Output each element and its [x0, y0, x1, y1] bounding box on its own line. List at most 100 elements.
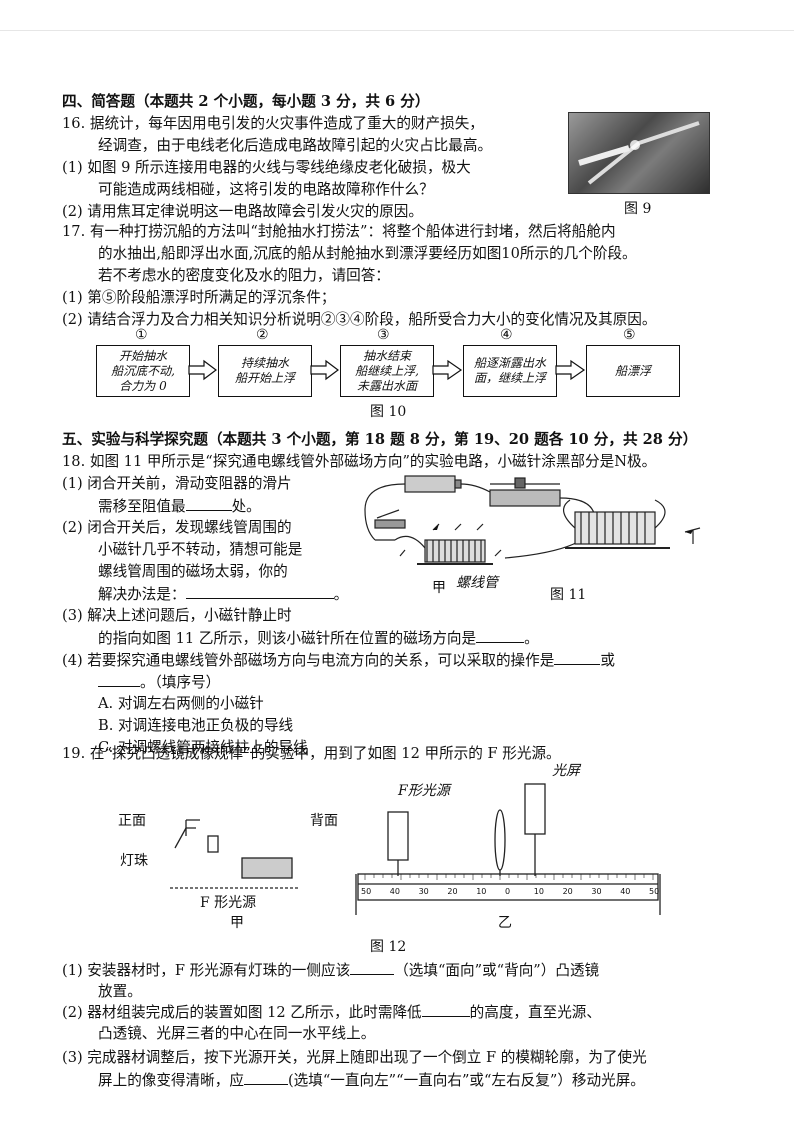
- q18-sub2-line4: 解决办法是：。: [98, 584, 358, 605]
- ruler-tick-label: 0: [505, 887, 510, 896]
- ruler-tick-label: 50: [649, 887, 659, 896]
- q18-line1: 18. 如图 11 甲所示是“探究通电螺线管外部磁场方向”的实验电路，小磁针涂黑…: [62, 453, 657, 470]
- flow-box-5-text-a: 船漂浮: [614, 363, 651, 378]
- flow-box-4-text-a: 船逐渐露出水: [473, 356, 546, 370]
- figure9-caption: 图 9: [624, 201, 652, 217]
- q19-line1: 19. 在“探究凸透镜成像规律”的实验中，用到了如图 12 甲所示的 F 形光源…: [62, 745, 561, 762]
- q19-sub3-line1: (3) 完成器材调整后，按下光源开关，光屏上随即出现了一个倒立 F 的模糊轮廓，…: [62, 1049, 647, 1066]
- flow-box-1-text-c: 合力为 0: [119, 378, 167, 393]
- q18-sub2-text: 解决办法是：: [98, 586, 186, 603]
- solenoid-yi-icon: [574, 511, 656, 545]
- q18-sub2-line2: 小磁针几乎不转动，猜想可能是: [98, 541, 303, 558]
- ruler-tick-label: 10: [534, 887, 544, 896]
- q18-blank4[interactable]: [554, 650, 601, 665]
- fig12-jia-label: 甲: [230, 915, 244, 931]
- q19-sub1-line2: 放置。: [98, 983, 142, 1000]
- fig12-f-source-yi-label: F形光源: [398, 783, 450, 799]
- q19-sub3-line2: 屏上的像变得清晰，应 (选填“一直向左”“一直向右”或“左右反复”）移动光屏。: [98, 1070, 758, 1091]
- flow-box-1-text-a: 开始抽水: [118, 348, 167, 363]
- q18-sub4-text: (4) 若要探究通电螺线管外部磁场方向与电流方向的关系，可以采取的操作是: [62, 652, 555, 669]
- ruler-tick-labels: 50 40 30 20 10 0 10 20 30 40 50: [361, 887, 659, 896]
- q18-sub3-text: 的指向如图 11 乙所示，则该小磁针所在位置的磁场方向是: [98, 630, 477, 647]
- q19-sub2-text: (2) 器材组装完成后的装置如图 12 乙所示，此时需降低: [62, 1004, 422, 1021]
- fig12-back-label: 背面: [310, 813, 338, 829]
- q19-sub2-end: 的高度，直至光源、: [469, 1004, 601, 1021]
- optical-bench-icon: [357, 873, 659, 901]
- flow-box-2-text-a: 持续抽水: [240, 356, 289, 370]
- flow-num-5: ⑤: [623, 327, 636, 343]
- q18-sub2-line3: 螺线管周围的磁场太弱，你的: [98, 563, 288, 580]
- q18-sub4-or: 或: [600, 652, 615, 669]
- light-source-jia-icon: [241, 857, 293, 879]
- q18-sub1-text: 需移至阻值最: [98, 498, 186, 515]
- q18-option-b: B. 对调连接电池正负极的导线: [98, 717, 294, 734]
- flow-box-1: 开始抽水 船沉底不动, 合力为 0: [96, 345, 190, 397]
- switch-icon: [374, 519, 406, 529]
- q18-sub4-line1: (4) 若要探究通电螺线管外部磁场方向与电流方向的关系，可以采取的操作是 或: [62, 650, 722, 671]
- q17-sub1: (1) 第⑤阶段船漂浮时所满足的浮沉条件；: [62, 289, 336, 306]
- q19-blank2[interactable]: [421, 1002, 470, 1017]
- q18-sub1-line2: 需移至阻值最 处。: [98, 496, 358, 517]
- flow-num-3: ③: [377, 327, 390, 343]
- fig12-f-source-jia-label: F 形光源: [200, 895, 257, 911]
- flow-box-3: 抽水结束 船继续上浮, 未露出水面: [340, 345, 434, 397]
- flow-arrow-4: [555, 359, 586, 381]
- figure11-label-jia: 甲: [432, 580, 446, 596]
- f-source-screen-icon: [387, 811, 409, 861]
- q18-sub4-line2: 。（填序号）: [98, 672, 758, 693]
- flow-box-4: 船逐渐露出水 面，继续上浮: [463, 345, 557, 397]
- q19-sub3-text: 屏上的像变得清晰，应: [98, 1072, 244, 1089]
- flow-box-3-text-a: 抽水结束: [362, 348, 411, 363]
- ruler-tick-label: 20: [447, 887, 457, 896]
- flow-num-1: ①: [135, 327, 148, 343]
- q18-sub1-end: 处。: [231, 498, 261, 515]
- flow-num-2: ②: [256, 327, 269, 343]
- ruler-tick-label: 30: [591, 887, 601, 896]
- q19-sub1-text: (1) 安装器材时，F 形光源有灯珠的一侧应该: [62, 962, 351, 979]
- ruler-tick-label: 10: [476, 887, 486, 896]
- flow-arrow-2: [310, 359, 339, 381]
- section4-heading: 四、简答题（本题共 2 个小题，每小题 3 分，共 6 分）: [62, 93, 430, 110]
- q17-line2: 的水抽出,船即浮出水面,沉底的船从封舱抽水到漂浮要经历如图10所示的几个阶段。: [98, 245, 637, 262]
- q19-blank1[interactable]: [350, 960, 395, 975]
- flow-box-5: 船漂浮: [586, 345, 680, 397]
- figure10-caption: 图 10: [370, 404, 407, 420]
- q18-blank2[interactable]: [185, 584, 334, 599]
- ruler-tick-label: 20: [563, 887, 573, 896]
- q18-blank3[interactable]: [476, 628, 525, 643]
- light-screen-icon: [524, 783, 546, 835]
- rheostat-icon: [489, 489, 561, 507]
- ruler-tick-label: 30: [419, 887, 429, 896]
- flow-box-4-text-b: 面，继续上浮: [473, 371, 546, 385]
- ruler-tick-label: 50: [361, 887, 371, 896]
- q16-line1: 16. 据统计，每年因用电引发的火灾事件造成了重大的财产损失，: [62, 115, 484, 132]
- f-shape-icon: [185, 819, 200, 836]
- convex-lens-icon: [494, 809, 506, 871]
- flow-num-4: ④: [500, 327, 513, 343]
- page-top-rule: [0, 30, 794, 31]
- q19-sub1-line1: (1) 安装器材时，F 形光源有灯珠的一侧应该（选填“面向”或“背向”）凸透镜: [62, 960, 722, 981]
- q18-option-a: A. 对调左右两侧的小磁针: [98, 695, 264, 712]
- figure12-caption: 图 12: [370, 939, 407, 955]
- q16-sub1-line1: (1) 如图 9 所示连接用电器的火线与零线绝缘皮老化破损，极大: [62, 159, 471, 176]
- figure9-wire-drawing: [578, 121, 700, 185]
- figure12-apparatus: 50 40 30 20 10 0 10 20 30 40 50: [170, 783, 661, 915]
- flow-box-3-text-c: 未露出水面: [356, 378, 417, 393]
- q19-sub3-end: (选填“一直向左”“一直向右”或“左右反复”）移动光屏。: [287, 1072, 645, 1089]
- fig12-yi-label: 乙: [498, 915, 512, 931]
- q18-blank1[interactable]: [185, 496, 232, 511]
- flow-arrow-1: [188, 359, 217, 381]
- fig12-screen-label: 光屏: [552, 763, 580, 779]
- q18-sub2-line1: (2) 闭合开关后，发现螺线管周围的: [62, 519, 292, 536]
- figure11-label-coil: 螺线管: [456, 575, 498, 591]
- solenoid-icon: [424, 539, 486, 563]
- q16-sub1-line2: 可能造成两线相碰，这将引发的电路故障称作什么？: [98, 181, 434, 198]
- flow-box-1-text-b: 船沉底不动,: [111, 363, 175, 378]
- q16-line2: 经调查，由于电线老化后造成电路故障引起的火灾占比最高。: [98, 137, 493, 154]
- flow-arrows: [188, 359, 586, 381]
- q18-sub4-end: 。（填序号）: [140, 674, 221, 691]
- q18-blank5[interactable]: [98, 672, 140, 687]
- ruler-tick-label: 40: [620, 887, 630, 896]
- q19-blank3[interactable]: [243, 1070, 288, 1085]
- ruler-tick-label: 40: [390, 887, 400, 896]
